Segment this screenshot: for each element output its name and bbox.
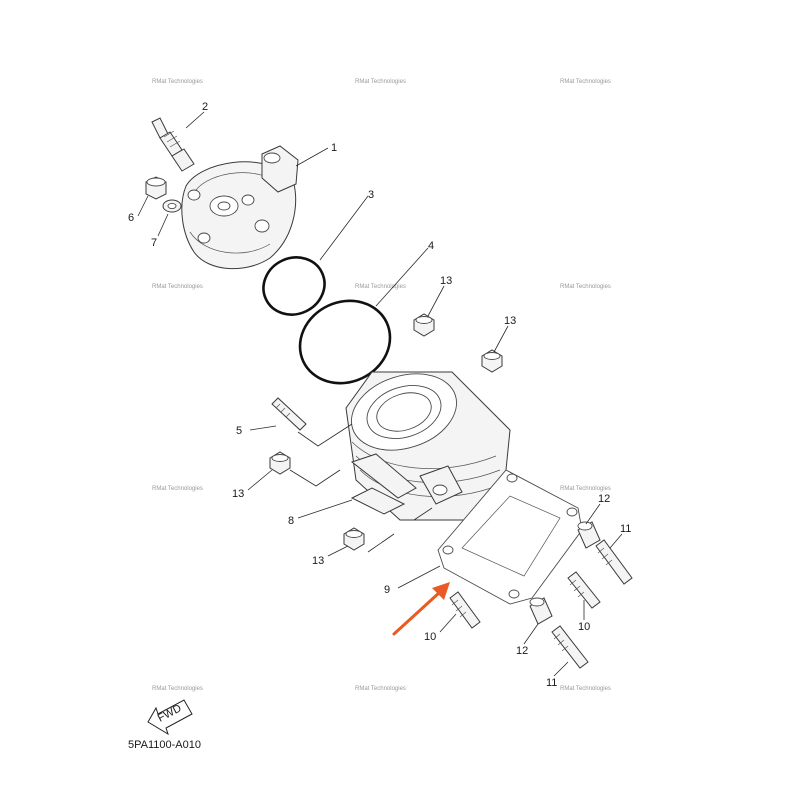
watermark: RMat Technologies	[560, 79, 611, 85]
callout-11: 11	[546, 677, 557, 689]
cylinder-nut	[269, 451, 291, 475]
washer	[162, 199, 182, 213]
highlight-arrow-shaft	[392, 590, 442, 636]
cylinder-body	[345, 371, 511, 521]
cylinder-nut	[343, 527, 365, 551]
dowel-pin	[577, 521, 601, 549]
o-ring-small	[262, 256, 326, 316]
highlight-arrow-head	[432, 582, 450, 600]
callout-6: 6	[128, 212, 134, 224]
fwd-indicator: FWD	[147, 699, 193, 736]
leader-lines	[137, 111, 623, 677]
callout-9: 9	[384, 584, 390, 596]
callout-12: 12	[516, 645, 528, 657]
callout-3: 3	[368, 189, 374, 201]
watermark: RMat Technologies	[560, 486, 611, 492]
callout-2: 2	[202, 101, 208, 113]
watermarks: RMat Technologies RMat Technologies RMat…	[152, 79, 611, 692]
dowel-pin	[529, 597, 553, 625]
head-nut	[145, 176, 167, 200]
callout-1: 1	[331, 142, 337, 154]
stud-bolt	[551, 625, 589, 669]
highlight-arrow	[392, 582, 450, 636]
callout-10: 10	[424, 631, 436, 643]
watermark: RMat Technologies	[560, 284, 611, 290]
callout-10: 10	[578, 621, 590, 633]
stud-bolt	[449, 591, 481, 629]
diagram-code: 5PA1100-A010	[128, 739, 201, 751]
watermark: RMat Technologies	[355, 686, 406, 692]
watermark: RMat Technologies	[152, 486, 203, 492]
callout-13: 13	[440, 275, 452, 287]
stud-bolt	[271, 397, 307, 431]
watermark: RMat Technologies	[560, 686, 611, 692]
callout-13: 13	[504, 315, 516, 327]
watermark: RMat Technologies	[355, 79, 406, 85]
cylinder-nut	[481, 349, 503, 373]
callout-11: 11	[620, 523, 631, 535]
watermark: RMat Technologies	[152, 284, 203, 290]
callout-12: 12	[598, 493, 610, 505]
callout-13: 13	[312, 555, 324, 567]
callout-5: 5	[236, 425, 242, 437]
spark-plug	[151, 117, 195, 172]
callout-4: 4	[428, 240, 434, 252]
callout-numbers: 1 2 3 4 5 6 7 8 9 10 10 11 11 12 12 13 1…	[128, 101, 631, 689]
watermark: RMat Technologies	[355, 284, 406, 290]
o-ring-large	[298, 299, 392, 385]
stud-bolt	[567, 571, 601, 609]
stud-bolt	[595, 539, 633, 585]
callout-13: 13	[232, 488, 244, 500]
callout-8: 8	[288, 515, 294, 527]
watermark: RMat Technologies	[152, 686, 203, 692]
cylinder-nut	[413, 313, 435, 337]
base-gasket	[437, 469, 583, 605]
cylinder-head	[181, 145, 299, 270]
callout-7: 7	[151, 237, 157, 249]
watermark: RMat Technologies	[152, 79, 203, 85]
